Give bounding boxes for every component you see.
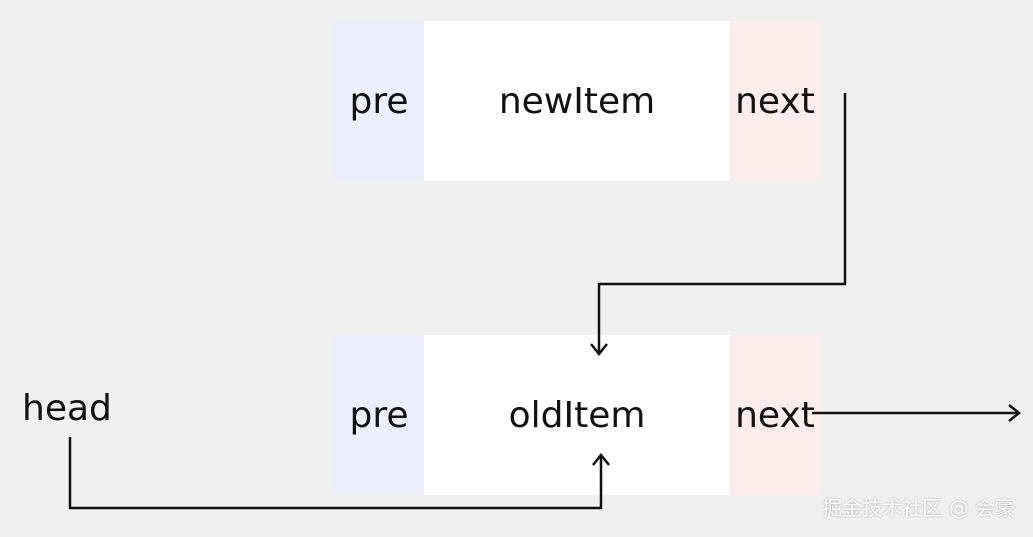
new-next-to-old-arrow — [597, 93, 847, 353]
new-item-node: pre newItem next — [334, 21, 820, 181]
new-item-body-cell: newItem — [424, 21, 730, 181]
old-item-node: pre oldItem next — [334, 335, 820, 495]
old-item-next-cell: next — [730, 335, 820, 495]
head-label: head — [22, 388, 112, 429]
new-next-to-old-arrowhead — [590, 343, 608, 357]
old-item-pre-cell: pre — [334, 335, 424, 495]
old-item-body-cell: oldItem — [424, 335, 730, 495]
new-item-next-cell: next — [730, 21, 820, 181]
watermark-text: 掘金技术社区 @ 会豪 — [822, 496, 1015, 520]
old-next-outgoing-arrowhead — [1008, 404, 1022, 422]
head-to-old-arrowhead — [592, 452, 610, 466]
head-to-old-arrow — [68, 437, 603, 510]
new-item-pre-cell: pre — [334, 21, 424, 181]
